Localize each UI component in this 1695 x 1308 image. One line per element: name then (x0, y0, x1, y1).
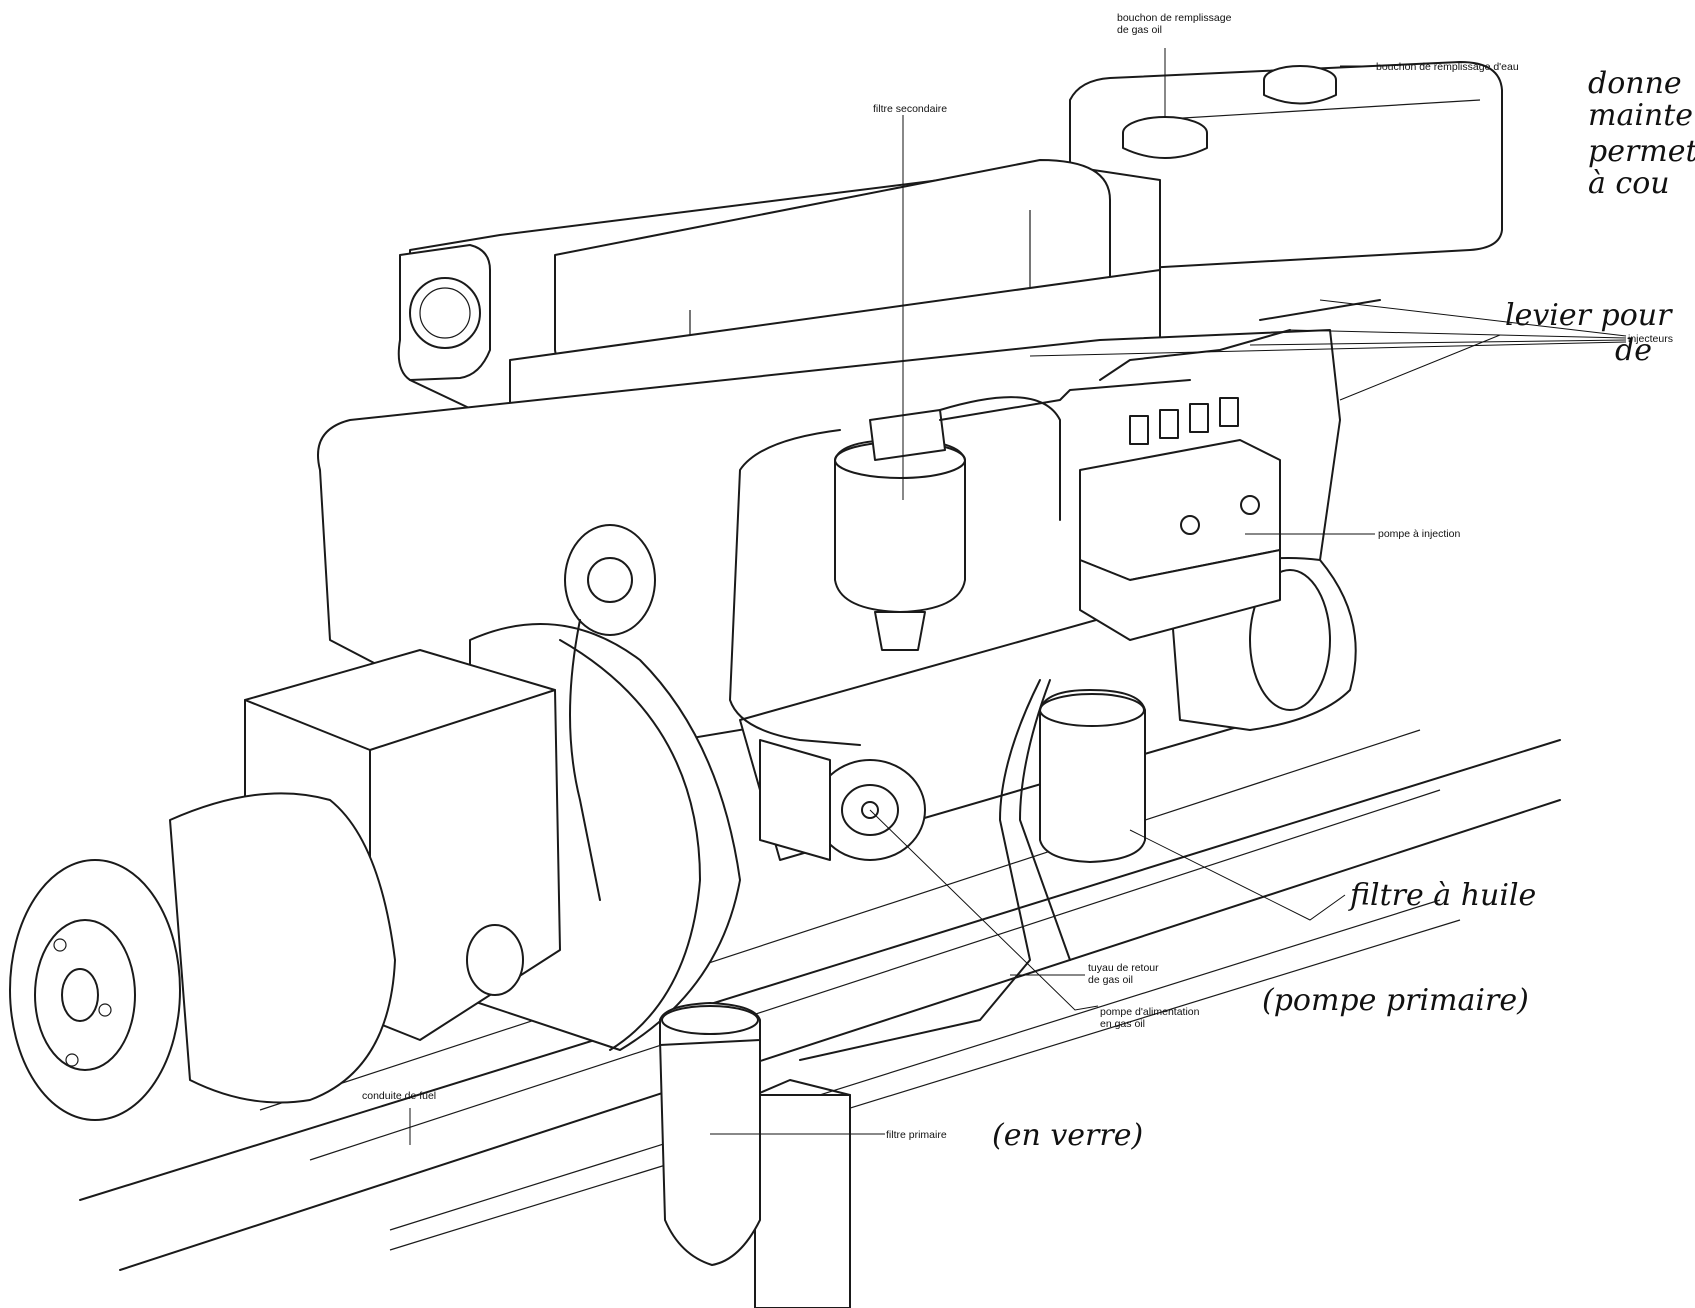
handwritten-filtre-huile: filtre à huile (1350, 878, 1537, 913)
handwritten-a-cou: à cou (1588, 166, 1670, 201)
handwritten-de: de (1615, 333, 1652, 368)
injection-pump (1079, 397, 1281, 641)
label-tuyau-retour: tuyau de retour de gas oil (1088, 962, 1159, 986)
leader-lines (409, 48, 1627, 1145)
handwritten-donne: donne (1588, 66, 1682, 101)
primary-filter (659, 1002, 761, 1266)
label-pompe-injection: pompe à injection (1378, 528, 1461, 540)
support-post (754, 1079, 851, 1308)
handwritten-permet: permet (1588, 134, 1695, 169)
secondary-filter (834, 409, 966, 651)
oil-filter (1039, 689, 1146, 863)
handwritten-maint: mainte (1588, 98, 1694, 133)
base-rails (79, 729, 1561, 1271)
label-bouchon-eau: bouchon de remplissage d'eau (1376, 61, 1519, 73)
label-bouchon-gas-oil: bouchon de remplissage de gas oil (1117, 12, 1232, 36)
label-filtre-secondaire: filtre secondaire (873, 103, 948, 115)
handwritten-en-verre: (en verre) (992, 1118, 1144, 1153)
output-cone (9, 792, 396, 1121)
handwritten-pompe-primaire: (pompe primaire) (1262, 983, 1529, 1018)
handwritten-levier: levier pour (1505, 298, 1672, 333)
water-filler-cap (1263, 65, 1337, 105)
fuel-lines (569, 299, 1381, 1061)
label-filtre-primaire: filtre primaire (886, 1129, 947, 1141)
label-injecteurs: injecteurs (1628, 333, 1673, 345)
label-conduite-fuel: conduite de fuel (362, 1090, 437, 1102)
label-pompe-alimentation: pompe d'alimentation en gas oil (1100, 1006, 1200, 1030)
gas-oil-filler-cap (1122, 116, 1208, 159)
